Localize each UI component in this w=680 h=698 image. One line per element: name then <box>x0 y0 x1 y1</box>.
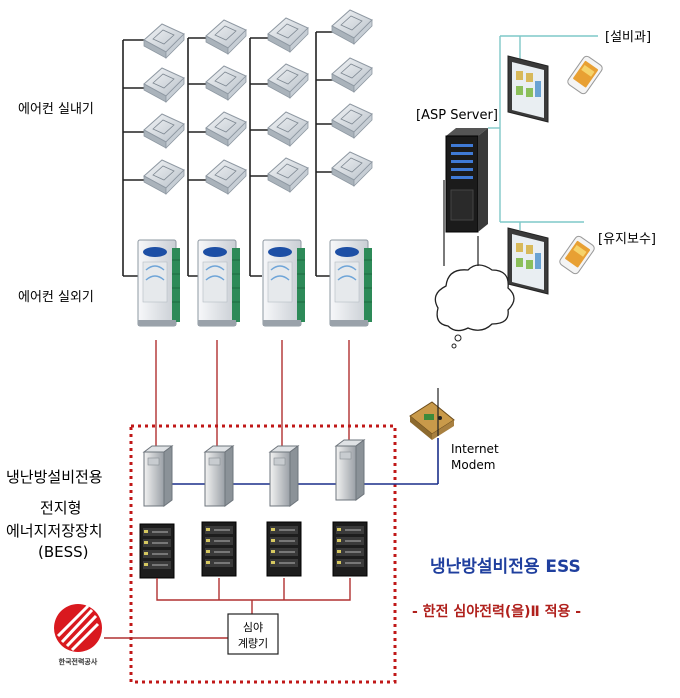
indoor-cassette-unit-icon <box>205 65 247 101</box>
ess-boundary <box>129 424 397 684</box>
outdoor-units-label: 에어컨 실외기 <box>18 290 94 305</box>
meter-box <box>227 613 279 655</box>
indoor-cassette-unit-icon <box>205 19 247 55</box>
outdoor-unit-icon <box>137 239 181 327</box>
indoor-cassette-unit-icon <box>331 9 373 45</box>
monitor-icon <box>507 227 549 295</box>
indoor-cassette-unit-icon <box>267 157 309 193</box>
internet-modem-label-2: Modem <box>451 458 496 472</box>
pcs-inverter-icon <box>204 445 234 507</box>
outdoor-units <box>137 239 373 327</box>
indoor-cassette-unit-icon <box>331 57 373 93</box>
meter-label-line2: 계량기 <box>237 637 269 650</box>
diagram-subtitle: - 한전 심야전력(을)Ⅱ 적용 - <box>412 604 582 620</box>
server-icon <box>445 128 488 233</box>
kepco-label: 한국전력공사 <box>58 658 98 666</box>
smartphone-icon <box>557 234 597 276</box>
indoor-cassette-unit-icon <box>143 67 185 103</box>
ess-label-line2: 전지형 <box>40 499 82 517</box>
battery-rack-icon <box>332 521 368 577</box>
indoor-unit-wiring <box>122 31 336 277</box>
pcs-inverter-icon <box>269 445 299 507</box>
maintenance-label: [유지보수] <box>598 232 656 247</box>
smartphone-icon <box>565 54 605 96</box>
meter-wiring <box>104 578 351 639</box>
indoor-cassette-unit-icon <box>143 23 185 59</box>
ess-label-line1: 냉난방설비전용 <box>6 468 103 486</box>
pcs-inverter-icon <box>335 439 365 501</box>
ess-label-line3: 에너지저장장치 <box>6 522 103 540</box>
server-client-links <box>488 35 598 230</box>
diagram-title: 냉난방설비전용 ESS <box>430 557 581 577</box>
modem-icon <box>409 401 455 440</box>
indoor-cassette-unit-icon <box>267 111 309 147</box>
indoor-cassette-unit-icon <box>205 111 247 147</box>
indoor-cassette-unit-icon <box>267 17 309 53</box>
cloud-icon <box>434 264 515 349</box>
indoor-cassette-unit-icon <box>331 103 373 139</box>
battery-rack-icon <box>139 523 175 579</box>
indoor-cassette-unit-icon <box>267 63 309 99</box>
ess-label-line4: (BESS) <box>38 543 89 561</box>
meter-label-line1: 심야 <box>242 621 264 634</box>
indoor-cassette-unit-icon <box>331 151 373 187</box>
meter-label: 심야 계량기 <box>228 620 278 652</box>
facility-dept-label: [설비과] <box>605 30 652 45</box>
kepco-logo-icon <box>54 604 102 652</box>
monitor-icon <box>507 55 549 123</box>
outdoor-unit-icon <box>262 239 306 327</box>
battery-rack-icon <box>201 521 237 577</box>
internet-modem-label-1: Internet <box>451 442 499 456</box>
indoor-cassette-unit-icon <box>205 159 247 195</box>
pcs-units <box>143 439 365 507</box>
outdoor-unit-icon <box>197 239 241 327</box>
asp-server-label: [ASP Server] <box>416 108 498 123</box>
indoor-units-label: 에어컨 실내기 <box>18 102 94 117</box>
pcs-inverter-icon <box>143 445 173 507</box>
indoor-cassette-unit-icon <box>143 159 185 195</box>
battery-rack-icon <box>266 521 302 577</box>
indoor-cassette-unit-icon <box>143 113 185 149</box>
power-lines <box>155 340 350 450</box>
battery-racks <box>139 521 368 579</box>
outdoor-unit-icon <box>329 239 373 327</box>
